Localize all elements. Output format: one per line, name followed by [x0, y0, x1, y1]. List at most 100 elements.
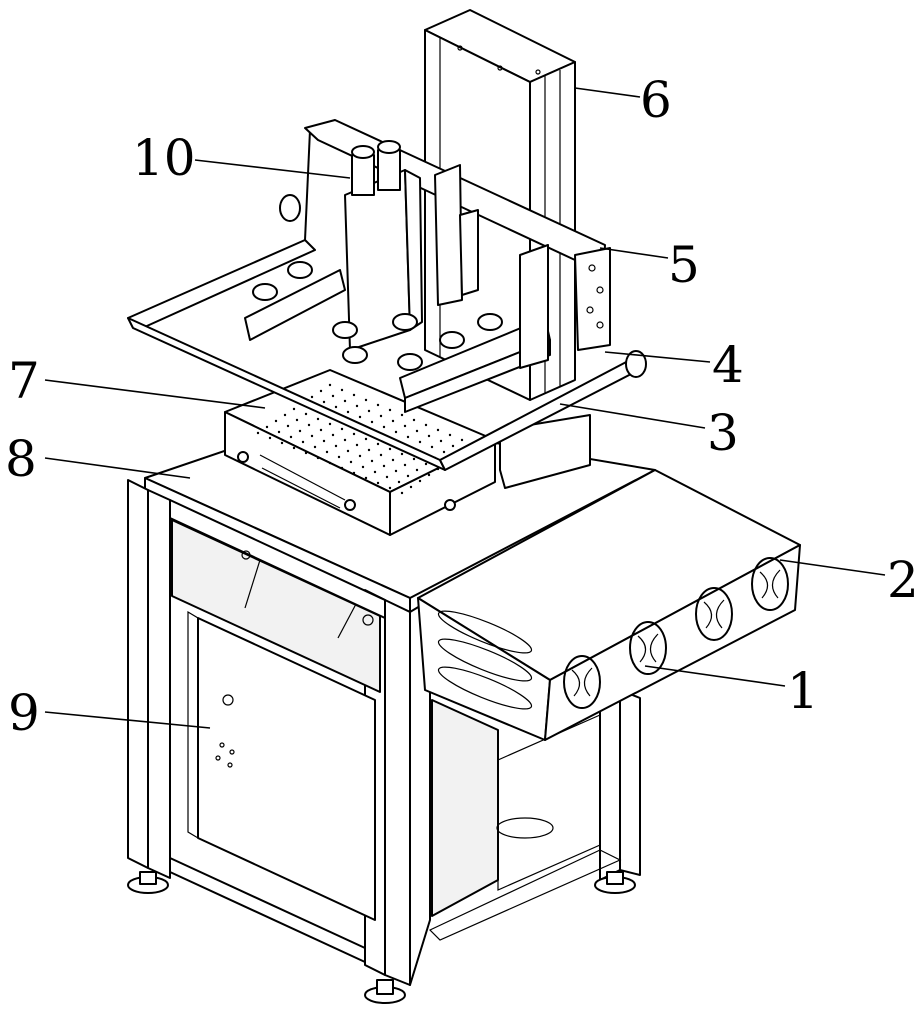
perforation-dot — [374, 471, 376, 473]
perforation-dot — [425, 424, 427, 426]
perforation-dot — [293, 408, 295, 410]
perforation-dot — [332, 395, 334, 397]
label-9: 9 — [8, 684, 40, 742]
perforation-dot — [371, 460, 373, 462]
perforation-dot — [329, 462, 331, 464]
perforation-dot — [437, 429, 439, 431]
perforation-dot — [341, 428, 343, 430]
perforation-dot — [317, 457, 319, 459]
perforation-dot — [395, 431, 397, 433]
leader-8 — [45, 458, 190, 478]
perforation-dot — [425, 463, 427, 465]
perforation-dot — [266, 426, 268, 428]
perforation-dot — [401, 453, 403, 455]
label-2: 2 — [887, 551, 919, 609]
perforation-dot — [356, 444, 358, 446]
perforation-dot — [338, 456, 340, 458]
perforation-dot — [416, 469, 418, 471]
perforation-dot — [389, 448, 391, 450]
perforation-dot — [401, 492, 403, 494]
perforation-dot — [395, 470, 397, 472]
perforation-dot — [380, 454, 382, 456]
perforation-dot — [380, 415, 382, 417]
perforation-dot — [386, 476, 388, 478]
perforation-dot — [371, 421, 373, 423]
perforation-dot — [293, 447, 295, 449]
knob-icon — [333, 322, 357, 338]
perforation-dot — [320, 429, 322, 431]
perforation-dot — [308, 424, 310, 426]
perforation-dot — [353, 472, 355, 474]
leader-4 — [605, 352, 710, 362]
perforation-dot — [359, 416, 361, 418]
perforation-dot — [335, 406, 337, 408]
perforation-dot — [350, 461, 352, 463]
perforation-dot — [383, 426, 385, 428]
perforation-dot — [323, 401, 325, 403]
perforation-dot — [389, 487, 391, 489]
label-4: 4 — [712, 336, 744, 394]
knob-icon — [440, 332, 464, 348]
perforation-dot — [377, 404, 379, 406]
perforation-dot — [431, 446, 433, 448]
label-6: 6 — [640, 71, 672, 129]
perforation-dot — [407, 436, 409, 438]
perforation-dot — [401, 414, 403, 416]
perforation-dot — [320, 390, 322, 392]
knob-icon — [343, 347, 367, 363]
perforation-dot — [281, 442, 283, 444]
perforation-dot — [365, 438, 367, 440]
perforation-dot — [398, 481, 400, 483]
perforation-dot — [353, 394, 355, 396]
knob-icon — [288, 262, 312, 278]
label-1: 1 — [787, 662, 819, 720]
perforation-dot — [449, 434, 451, 436]
perforation-dot — [323, 440, 325, 442]
perforation-dot — [356, 405, 358, 407]
perforation-dot — [347, 411, 349, 413]
perforation-dot — [329, 384, 331, 386]
wheel-icon — [280, 195, 300, 221]
perforation-dot — [365, 399, 367, 401]
label-7: 7 — [8, 352, 40, 410]
perforation-dot — [368, 449, 370, 451]
perforation-dot — [290, 436, 292, 438]
knob-icon — [253, 284, 277, 300]
perforation-dot — [428, 435, 430, 437]
perforation-dot — [428, 474, 430, 476]
perforation-dot — [341, 467, 343, 469]
perforation-dot — [353, 433, 355, 435]
leader-6 — [575, 88, 640, 97]
knob-icon — [478, 314, 502, 330]
perforation-dot — [413, 458, 415, 460]
perforation-dot — [419, 441, 421, 443]
perforation-dot — [305, 452, 307, 454]
perforation-dot — [284, 414, 286, 416]
perforation-dot — [311, 435, 313, 437]
leader-7 — [45, 380, 265, 408]
perforation-dot — [257, 432, 259, 434]
perforation-dot — [419, 480, 421, 482]
label-8: 8 — [5, 430, 37, 488]
perforation-dot — [335, 445, 337, 447]
leader-10 — [195, 160, 350, 178]
perforation-dot — [410, 486, 412, 488]
label-3: 3 — [707, 404, 739, 462]
perforation-dot — [365, 477, 367, 479]
label-5: 5 — [668, 236, 700, 294]
perforation-dot — [302, 441, 304, 443]
perforation-dot — [311, 396, 313, 398]
perforation-dot — [344, 439, 346, 441]
label-10: 10 — [132, 129, 196, 187]
perforation-dot — [377, 482, 379, 484]
perforation-dot — [278, 431, 280, 433]
perforation-dot — [389, 409, 391, 411]
perforation-dot — [332, 434, 334, 436]
perforation-dot — [296, 419, 298, 421]
perforation-dot — [404, 425, 406, 427]
perforation-dot — [269, 437, 271, 439]
perforation-dot — [392, 420, 394, 422]
perforation-dot — [413, 419, 415, 421]
perforation-dot — [347, 450, 349, 452]
